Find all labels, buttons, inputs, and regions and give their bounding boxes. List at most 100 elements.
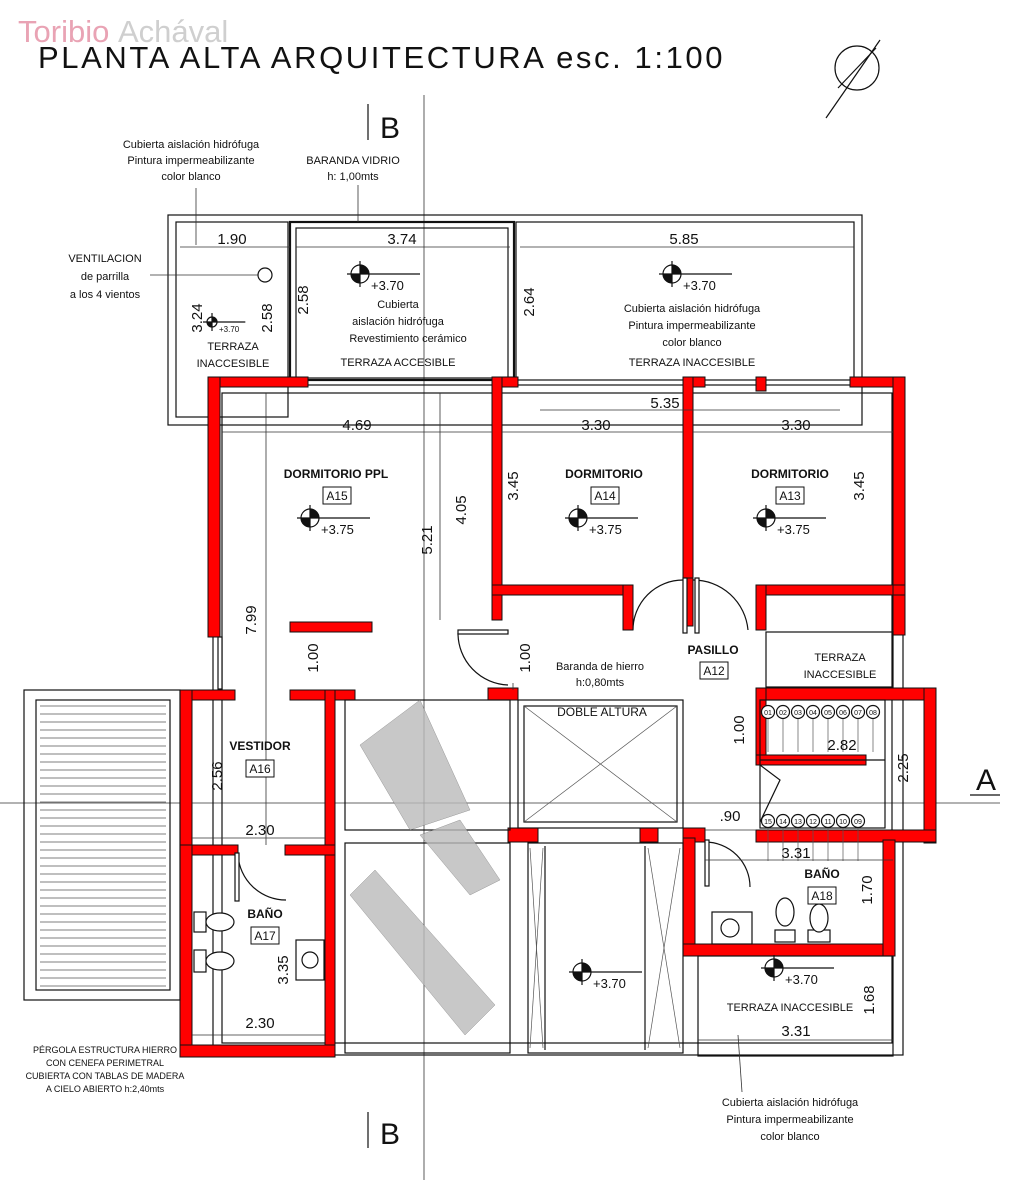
level-marker-l6: +3.75: [753, 505, 826, 537]
dim-3-30-a: 3.30: [581, 417, 610, 434]
dim-1-68: 1.68: [861, 985, 878, 1014]
area-terraza-accesible: TERRAZA ACCESIBLE: [341, 357, 456, 369]
stairs: [759, 699, 886, 829]
room-code-a17: A17: [254, 929, 276, 943]
stair-step-top-01: 01: [760, 704, 776, 720]
area-terraza-inaccesible-3b: INACCESIBLE: [804, 669, 877, 681]
dim-2-56: 2.56: [209, 761, 226, 790]
svg-text:03: 03: [794, 710, 802, 717]
doors: [217, 577, 751, 902]
dim-5-85: 5.85: [669, 231, 698, 248]
interior-patio: [344, 699, 684, 1054]
dim-2-64: 2.64: [521, 287, 538, 316]
stair-step-top-02: 02: [775, 704, 791, 720]
note-roof-tl-3: color blanco: [161, 171, 220, 183]
room-code-a14: A14: [594, 489, 616, 503]
svg-text:10: 10: [839, 819, 847, 826]
room-pasillo: PASILLO: [687, 643, 738, 657]
area-terraza-inaccesible-1a: TERRAZA: [207, 341, 259, 353]
stair-step-bottom-09: 09: [850, 813, 866, 829]
level-marker-l7: +3.70: [569, 959, 642, 991]
dim-3-74: 3.74: [387, 231, 416, 248]
note-roof-tr-3: color blanco: [662, 337, 721, 349]
note-roof-tr-2: Pintura impermeabilizante: [628, 320, 755, 332]
sink-icon-2: [711, 911, 753, 945]
svg-text:B: B: [380, 1118, 400, 1151]
dim-3-31-a: 3.31: [781, 845, 810, 862]
bidet-icon: [193, 949, 235, 973]
stair-step-bottom-14: 14: [775, 813, 791, 829]
note-terrace-accessible-3: Revestimiento cerámico: [349, 333, 466, 345]
north-arrow-icon: [825, 39, 881, 119]
dim-4-69: 4.69: [342, 417, 371, 434]
stair-step-bottom-10: 10: [835, 813, 851, 829]
level-marker-l5: +3.75: [565, 505, 638, 537]
dim-3-35: 3.35: [275, 955, 292, 984]
note-ventilation-3: a los 4 vientos: [70, 289, 141, 301]
svg-text:01: 01: [764, 710, 772, 717]
note-terrace-accessible-1: Cubierta: [377, 299, 419, 311]
leader-lines: [150, 185, 743, 1093]
note-pergola-2: CON CENEFA PERIMETRAL: [46, 1058, 164, 1068]
svg-text:14: 14: [779, 819, 787, 826]
terrace-inaccessible-4-outline: [697, 955, 894, 1057]
room-code-a16: A16: [249, 762, 271, 776]
dim-1-00-c: 1.00: [731, 715, 748, 744]
toilet-icon-2: [774, 897, 796, 943]
stair-step-top-03: 03: [790, 704, 806, 720]
dim-1-90: 1.90: [217, 231, 246, 248]
stair-step-top-06: 06: [835, 704, 851, 720]
dim-2-82: 2.82: [827, 737, 856, 754]
svg-text:09: 09: [854, 819, 862, 826]
svg-text:05: 05: [824, 710, 832, 717]
room-bano-2: BAÑO: [804, 866, 839, 881]
dim-2-58-b: 2.58: [295, 285, 312, 314]
level-marker-l8: +3.70: [761, 955, 834, 987]
room-code-a18: A18: [811, 889, 833, 903]
dim-3-45-a: 3.45: [505, 471, 522, 500]
note-terrace-accessible-2: aislación hidrófuga: [352, 316, 445, 328]
stair-step-bottom-12: 12: [805, 813, 821, 829]
level-marker-l1: +3.70: [203, 313, 246, 334]
note-railing-glass-1: BARANDA VIDRIO: [306, 155, 400, 167]
note-ventilation-1: VENTILACION: [68, 253, 141, 265]
level-marker-l2: +3.70: [347, 261, 420, 293]
dim-1-00-b: 1.00: [517, 643, 534, 672]
area-terraza-inaccesible-3a: TERRAZA: [814, 652, 866, 664]
stair-step-top-05: 05: [820, 704, 836, 720]
dim-3-30-b: 3.30: [781, 417, 810, 434]
area-doble-altura: DOBLE ALTURA: [557, 705, 647, 719]
note-roof-tr-1: Cubierta aislación hidrófuga: [624, 303, 761, 315]
note-railing-iron-1: Baranda de hierro: [556, 661, 644, 673]
section-marker-b-bottom: B: [367, 1112, 400, 1151]
sink-icon: [295, 939, 325, 981]
section-marker-a: A: [970, 764, 1000, 797]
room-bano-1: BAÑO: [247, 906, 282, 921]
svg-text:+3.70: +3.70: [371, 278, 404, 293]
terrace-inaccessible-3-outline: [765, 631, 894, 688]
svg-text:+3.75: +3.75: [321, 522, 354, 537]
dim-3-24: 3.24: [189, 303, 206, 332]
svg-text:+3.70: +3.70: [593, 976, 626, 991]
roof-outline: [167, 214, 863, 426]
note-roof-bottom-1: Cubierta aislación hidrófuga: [722, 1097, 859, 1109]
svg-text:07: 07: [854, 710, 862, 717]
level-marker-l4: +3.75: [297, 505, 370, 537]
svg-text:13: 13: [794, 819, 802, 826]
stair-step-bottom-13: 13: [790, 813, 806, 829]
dim-2-30-b: 2.30: [245, 1015, 274, 1032]
pergola-slats: [23, 689, 181, 1001]
walls: [179, 376, 937, 1058]
svg-text:+3.70: +3.70: [219, 325, 240, 334]
room-dormitorio-2: DORMITORIO: [751, 467, 829, 481]
dim-1-00-a: 1.00: [305, 643, 322, 672]
dim-2-25: 2.25: [895, 753, 912, 782]
room-code-a12: A12: [703, 664, 725, 678]
svg-text:15: 15: [764, 819, 772, 826]
dim-4-05: 4.05: [453, 495, 470, 524]
dim-1-70: 1.70: [859, 875, 876, 904]
svg-text:02: 02: [779, 710, 787, 717]
svg-text:+3.75: +3.75: [777, 522, 810, 537]
dim-0-90: .90: [720, 808, 741, 825]
note-roof-tl-1: Cubierta aislación hidrófuga: [123, 139, 260, 151]
